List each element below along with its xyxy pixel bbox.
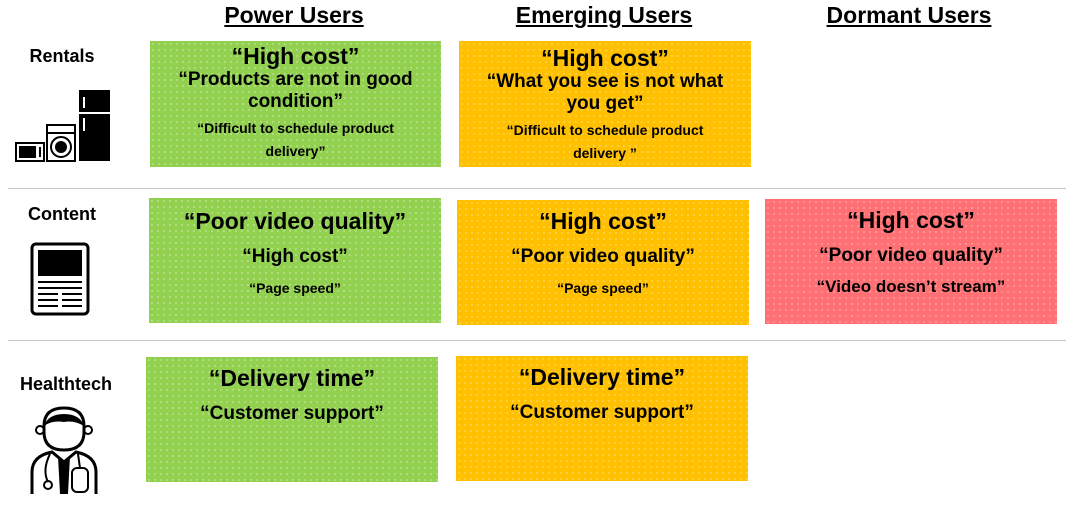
quote: “What you see is not what you get” [486,71,724,115]
card-healthtech-emerging-users: “Delivery time” “Customer support” [456,356,748,481]
card-content-dormant-users: “High cost” “Poor video quality” “Video … [765,199,1057,324]
row-label-healthtech: Healthtech [19,374,113,394]
quote: “Poor video quality” [183,208,407,234]
card-healthtech-power-users: “Delivery time” “Customer support” [146,357,438,482]
quote: “High cost” [541,45,669,71]
column-header-power-users: Power Users [224,2,364,28]
quote: “High cost” [231,43,360,69]
quote: “Delivery time” [208,365,376,391]
card-content-power-users: “Poor video quality” “High cost” “Page s… [149,198,441,323]
appliances-icon [15,90,110,162]
quote: “Customer support” [200,403,384,425]
quote: “Difficult to schedule product delivery … [506,122,704,161]
quote: “Video doesn’t stream” [816,277,1006,297]
column-header-emerging-users: Emerging Users [515,2,693,28]
card-rentals-emerging-users: “High cost” “What you see is not what yo… [459,41,751,167]
quote: “Poor video quality” [819,245,1003,267]
quote: “Delivery time” [518,364,686,390]
quote: “Products are not in good condition” [178,69,413,113]
card-rentals-power-users: “High cost” “Products are not in good co… [150,41,441,167]
newspaper-icon [30,242,90,316]
row-divider [8,340,1066,341]
quote: “Poor video quality” [511,246,695,268]
quote: “Customer support” [510,402,694,424]
quote: “High cost” [242,246,348,268]
quote: “Page speed” [249,280,341,297]
quote: “High cost” [539,208,667,234]
row-divider [8,188,1066,189]
quote: “Page speed” [557,280,649,297]
card-content-emerging-users: “High cost” “Poor video quality” “Page s… [457,200,749,325]
row-label-content: Content [28,204,96,224]
row-label-rentals: Rentals [29,46,95,66]
quote: “Difficult to schedule product delivery” [197,120,394,159]
quote: “High cost” [847,207,975,233]
column-header-dormant-users: Dormant Users [826,2,992,28]
doctor-icon [30,406,98,494]
